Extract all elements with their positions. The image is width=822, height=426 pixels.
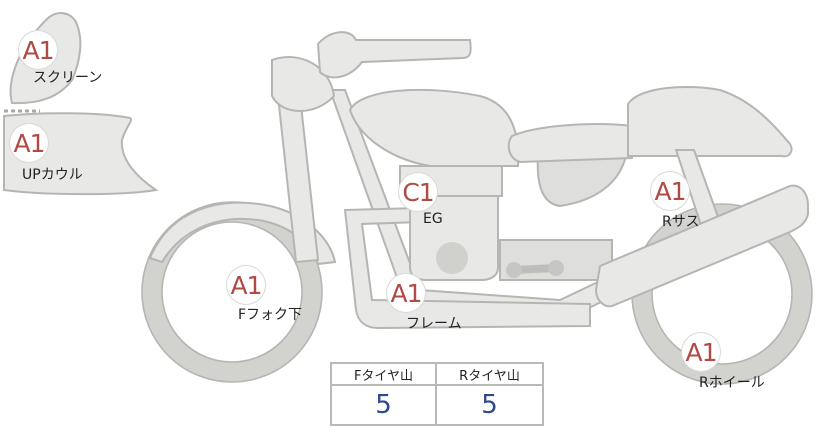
rsuspension-grade-badge: A1 (651, 172, 689, 210)
rsuspension-grade: A1 (654, 176, 686, 206)
ffork-label: Fフォク下 (238, 307, 303, 323)
upcowl-grade-badge: A1 (10, 124, 48, 162)
rear-tread-header: Rタイヤ山 (437, 364, 542, 386)
headlight (271, 56, 336, 112)
engine-grade: C1 (402, 177, 434, 207)
rear-tread-value: 5 (481, 390, 498, 420)
engine-cover (436, 242, 468, 274)
frame-grade-badge: A1 (387, 274, 425, 312)
tire-tread-table: Fタイヤ山 Rタイヤ山 5 5 (330, 362, 544, 426)
front-fender (148, 201, 337, 266)
seat (507, 123, 633, 164)
screen-grade: A1 (22, 35, 54, 65)
frame-lower (343, 206, 591, 330)
frame-grade: A1 (390, 278, 422, 308)
rwheel-label: Rホイール (699, 375, 765, 391)
engine-body (409, 195, 499, 281)
upcowl-label: UPカウル (22, 167, 83, 183)
ffork-grade-badge: A1 (227, 266, 265, 304)
front-tread-header: Fタイヤ山 (332, 364, 437, 386)
screen-grade-badge: A1 (19, 31, 57, 69)
rwheel-grade: A1 (685, 337, 717, 367)
footpeg-left (506, 262, 522, 278)
upcowl-grade: A1 (13, 128, 45, 158)
rear-seat-cowl (627, 86, 793, 158)
footpeg-right (548, 260, 564, 276)
muffler (594, 184, 809, 308)
screen-label: スクリーン (33, 70, 103, 86)
engine-grade-badge: C1 (399, 173, 437, 211)
rsuspension-label: Rサス (662, 214, 700, 230)
front-tread-value: 5 (332, 386, 437, 424)
side-cover (536, 155, 628, 208)
handlebar (316, 31, 472, 79)
engine-label: EG (423, 211, 443, 227)
frame-label: フレーム (406, 316, 462, 332)
front-tire-inner (161, 221, 303, 363)
ffork-grade: A1 (230, 270, 262, 300)
rwheel-grade-badge: A1 (682, 333, 720, 371)
fuel-tank (348, 88, 520, 167)
